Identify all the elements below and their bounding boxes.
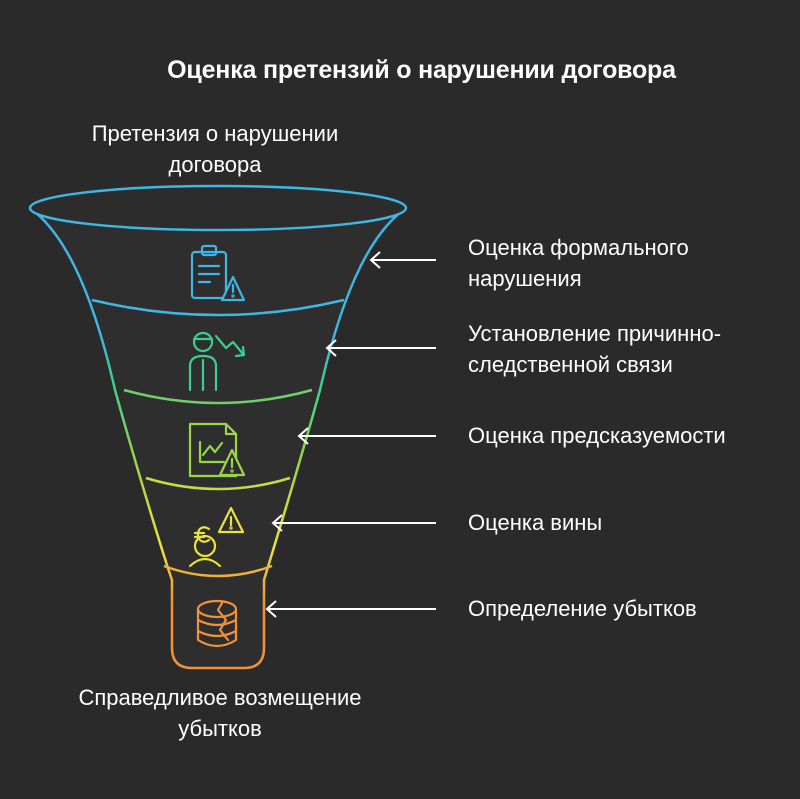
arrow-stage-1	[369, 251, 436, 269]
arrow-stage-5	[265, 600, 436, 618]
funnel-divider-3	[145, 476, 291, 491]
stage-label-3: Оценка предсказуемости	[468, 423, 726, 448]
arrow-stage-4	[271, 514, 436, 532]
funnel-divider-1	[91, 298, 345, 317]
funnel-output-label: Справедливое возмещение убытков	[78, 685, 362, 741]
stage-label-5: Определение убытков	[468, 596, 697, 621]
stage-label-1: Оценка формального нарушения	[468, 235, 689, 291]
person-euro-warning-icon	[188, 506, 245, 568]
funnel-input-label: Претензия о нарушении договора	[91, 121, 339, 177]
funnel-divider-2	[123, 388, 313, 405]
stage-label-4: Оценка вины	[468, 510, 603, 535]
diagram-title: Оценка претензий о нарушении договора	[167, 56, 676, 84]
funnel-divider-4	[163, 564, 273, 578]
document-chart-warning-icon	[188, 422, 246, 478]
person-declining-trend-icon	[188, 331, 246, 392]
clipboard-warning-icon	[190, 244, 246, 302]
funnel-outline	[29, 206, 407, 670]
funnel-rim	[28, 184, 408, 232]
broken-coin-stack-icon	[196, 599, 238, 648]
stage-label-2: Установление причинно-следственной связи	[468, 321, 722, 377]
arrow-stage-2	[325, 339, 436, 357]
arrow-stage-3	[297, 427, 436, 445]
